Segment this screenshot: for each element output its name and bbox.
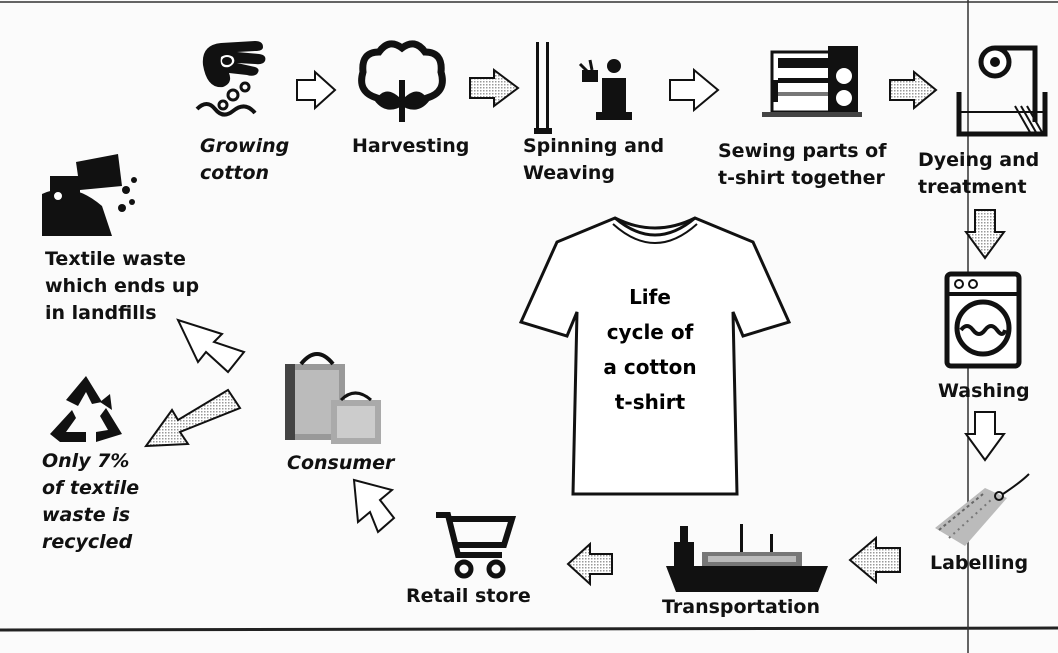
center-title-line: cycle of: [606, 320, 694, 344]
label-line: Retail store: [406, 585, 531, 607]
arrow-washing-labelling: [964, 411, 1006, 462]
label-line: Washing: [938, 380, 1030, 402]
label-line: t-shirt together: [718, 167, 885, 189]
arrow-spinning-sewing: [669, 67, 720, 113]
shopping-bags-icon: [285, 352, 381, 444]
recycle-icon: [50, 376, 122, 442]
label-line: which ends up: [45, 275, 200, 297]
label-line: in landfills: [45, 302, 157, 324]
sewing-label: Sewing parts of t-shirt together: [718, 138, 887, 192]
shopping-cart-icon: [436, 512, 517, 579]
center-title-line: a cotton: [603, 355, 697, 379]
arrow-transport-retail: [566, 541, 613, 587]
harvesting-label: Harvesting: [352, 133, 469, 160]
arrow-dyeing-washing: [964, 209, 1006, 260]
label-line: treatment: [918, 176, 1027, 198]
sewing-machine-icon: [762, 46, 862, 117]
arrow-consumer-landfill: [176, 318, 246, 374]
growing-cotton-label: Growing cotton: [200, 133, 289, 187]
arrow-retail-consumer: [352, 478, 396, 534]
arrow-consumer-recycled: [143, 388, 242, 448]
dyeing-vat-icon: [956, 45, 1048, 137]
label-line: recycled: [42, 531, 133, 553]
label-line: Labelling: [930, 552, 1029, 574]
arrow-growing-harvesting: [296, 69, 337, 111]
washing-machine-icon: [944, 271, 1022, 369]
label-line: Weaving: [523, 162, 616, 184]
label-line: Sewing parts of: [718, 140, 887, 162]
arrow-labelling-transport: [848, 535, 901, 585]
dyeing-label: Dyeing and treatment: [918, 147, 1039, 201]
arrow-harvesting-spinning: [469, 68, 520, 108]
t-shirt-icon: [518, 216, 792, 496]
label-tag-icon: [935, 473, 1030, 546]
hand-sowing-seeds-icon: [195, 41, 266, 117]
consumer-label: Consumer: [287, 450, 394, 477]
spinning-weaving-label: Spinning and Weaving: [523, 133, 664, 187]
label-line: Dyeing and: [918, 149, 1040, 171]
retail-store-label: Retail store: [406, 583, 531, 610]
landfill-label: Textile waste which ends up in landfills: [45, 246, 199, 327]
dump-truck-icon: [42, 154, 137, 236]
label-line: Consumer: [287, 452, 395, 474]
cotton-plant-icon: [358, 40, 446, 122]
center-title-line: t-shirt: [614, 390, 686, 414]
label-line: waste is: [42, 504, 131, 526]
center-title: Life cycle of a cotton t-shirt: [585, 280, 715, 420]
label-line: Transportation: [662, 596, 821, 618]
arrow-sewing-dyeing: [889, 69, 938, 111]
spinning-weaving-icon: [534, 42, 632, 134]
recycled-label: Only 7% of textile waste is recycled: [42, 448, 139, 556]
label-line: Only 7%: [42, 450, 130, 472]
labelling-label: Labelling: [930, 550, 1028, 577]
label-line: Textile waste: [45, 248, 186, 270]
label-line: cotton: [200, 162, 270, 184]
label-line: Growing: [200, 135, 290, 157]
cargo-ship-icon: [666, 524, 828, 592]
label-line: of textile: [42, 477, 140, 499]
washing-label: Washing: [938, 378, 1030, 405]
label-line: Harvesting: [352, 135, 470, 157]
label-line: Spinning and: [523, 135, 665, 157]
center-title-line: Life: [629, 285, 671, 309]
transportation-label: Transportation: [662, 594, 820, 621]
